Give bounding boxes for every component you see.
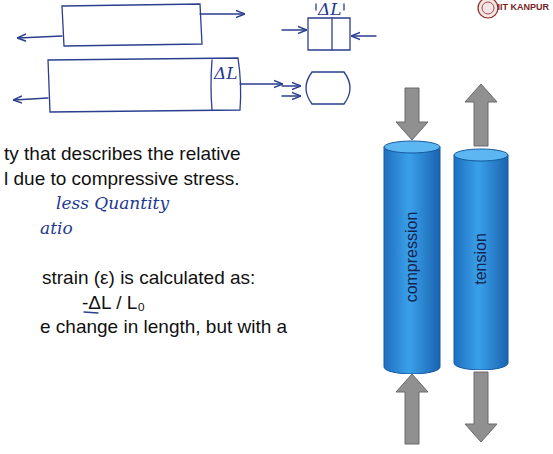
- cylinder-label: compression: [403, 212, 421, 303]
- logo-text: IIT KANPUR: [498, 2, 550, 12]
- handwritten-note: ΔL: [318, 0, 342, 20]
- slide-text: l due to compressive stress.: [4, 168, 239, 190]
- slide-text: ty that describes the relative: [4, 143, 241, 165]
- cylinder: tension: [453, 148, 509, 370]
- handwritten-note: atio: [40, 219, 73, 239]
- slide-text: strain (ε) is calculated as:: [42, 267, 255, 289]
- slide-text: -ΔL / L₀: [82, 292, 145, 314]
- handwritten-note: less Quantity: [56, 194, 169, 214]
- slide-text: e change in length, but with a: [40, 316, 287, 338]
- cylinder-label: tension: [472, 233, 490, 285]
- cylinder: compression: [383, 140, 441, 374]
- handwritten-note: ΔL: [214, 64, 238, 84]
